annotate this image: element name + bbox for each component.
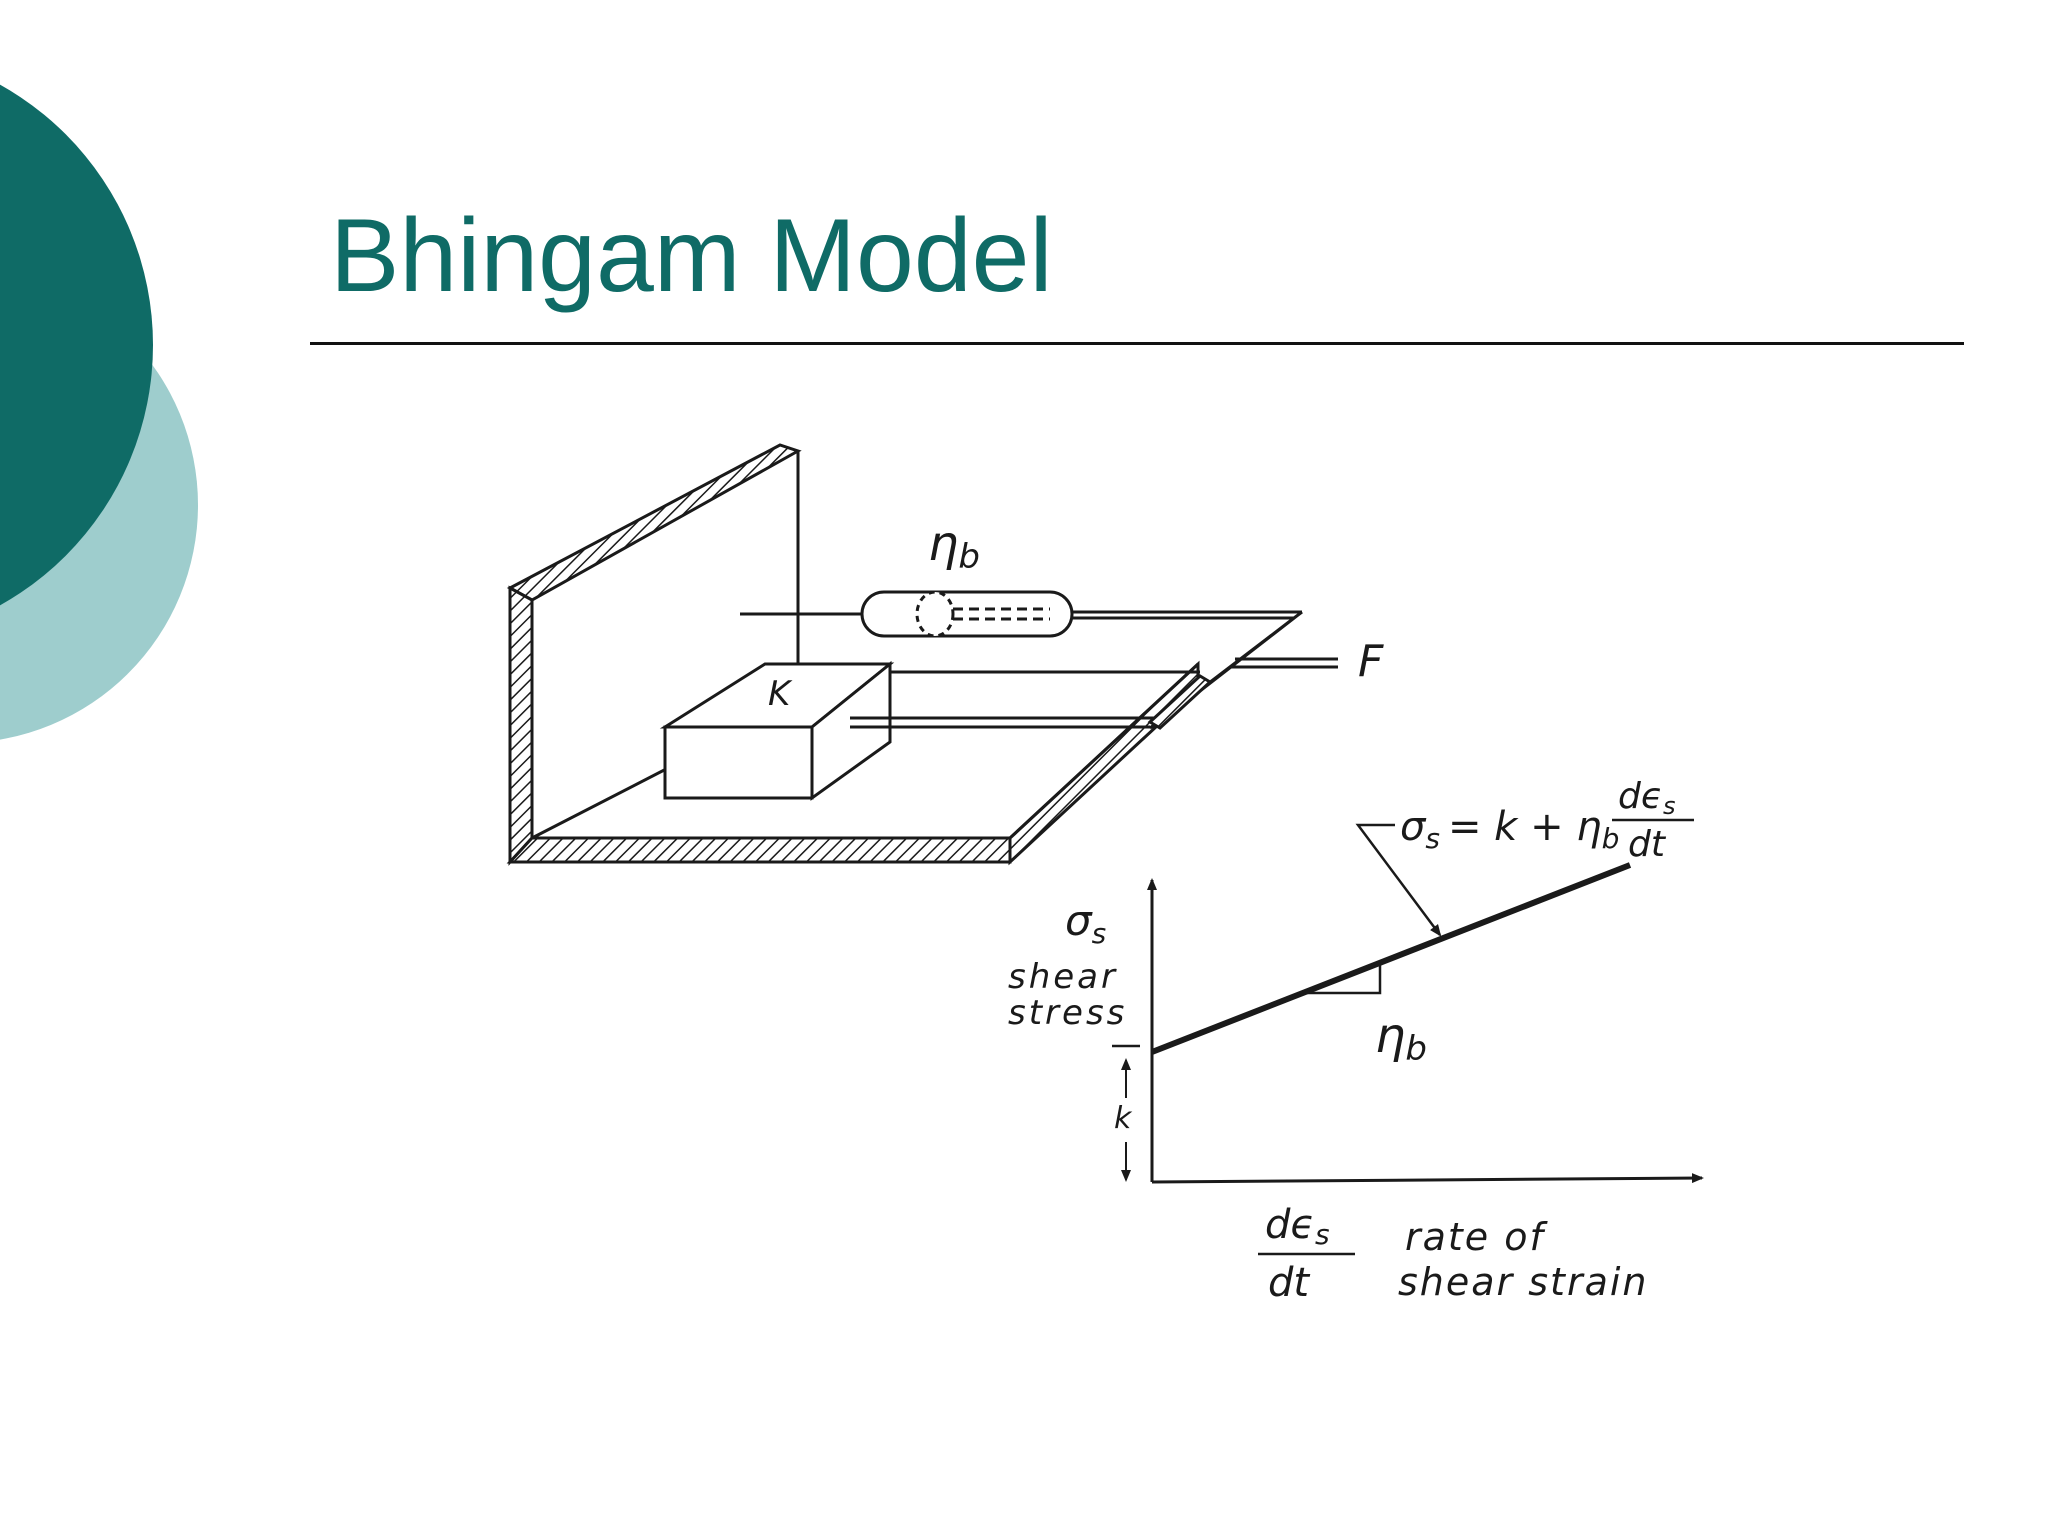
x-axis-line2: shear strain <box>1398 1260 1649 1304</box>
force-label: F <box>1358 636 1384 687</box>
bingham-equation: σs= k + ηb dϵs dt <box>1400 776 1694 865</box>
dashpot-label: ηb <box>928 516 980 577</box>
base-front-edge <box>506 836 1012 864</box>
equation-lhs: σ <box>1400 804 1427 850</box>
x-axis-frac-den: dt <box>1268 1260 1310 1306</box>
x-axis-frac-num: dϵ <box>1265 1202 1315 1248</box>
block-front <box>663 725 814 800</box>
y-axis-symbol: σ <box>1065 896 1093 945</box>
svg-text:dϵs: dϵs <box>1618 776 1676 820</box>
friction-block <box>659 660 895 801</box>
linkage-bracket <box>1147 674 1213 730</box>
dashpot <box>740 590 1302 638</box>
svg-text:σs: σs <box>1065 896 1106 950</box>
block-side <box>810 660 892 801</box>
base-inner-top <box>1008 662 1200 840</box>
dark-teal-circle <box>0 84 153 606</box>
equation-mid-sub: b <box>1602 822 1620 855</box>
dashpot-cylinder <box>860 590 1074 638</box>
y-axis-line1: shear <box>1008 957 1118 997</box>
slope-label: ηb <box>1375 1008 1427 1069</box>
block-label: K <box>768 674 793 714</box>
base-right-edge <box>1008 660 1200 866</box>
equation-frac-num-sub: s <box>1663 792 1676 820</box>
linkage-bars <box>850 610 1338 730</box>
x-axis <box>1151 1173 1704 1184</box>
bingham-line <box>1150 862 1632 1055</box>
equation-pointer <box>1355 823 1442 937</box>
y-axis-line2: stress <box>1008 993 1127 1033</box>
wall-front-edge <box>508 585 534 866</box>
dashpot-piston <box>915 590 955 638</box>
y-axis-symbol-sub: s <box>1092 917 1107 950</box>
support-frame <box>506 443 1200 866</box>
wall-top-edge <box>506 443 802 602</box>
slide-title: Bhingam Model <box>330 198 1053 314</box>
decorative-circles <box>0 84 198 740</box>
title-divider <box>310 342 1964 345</box>
intercept-label: k <box>1114 1101 1133 1136</box>
stress-strain-rate-graph <box>1112 823 1704 1184</box>
svg-text:dϵs: dϵs <box>1265 1202 1330 1251</box>
slope-triangle <box>1305 962 1382 995</box>
equation-frac-den: dt <box>1628 824 1667 865</box>
equation-lhs-sub: s <box>1425 822 1440 855</box>
y-axis-label: σs shear stress <box>1008 896 1127 1033</box>
x-axis-line1: rate of <box>1405 1215 1549 1259</box>
x-axis-label: dϵs dt rate of shear strain <box>1258 1202 1649 1306</box>
base-inner-line <box>531 764 673 840</box>
equation-frac-num: dϵ <box>1618 776 1663 817</box>
svg-text:σs= k + ηb: σs= k + ηb <box>1400 804 1619 855</box>
x-axis-frac-num-sub: s <box>1315 1218 1330 1251</box>
equation-mid: = k + η <box>1448 804 1602 850</box>
